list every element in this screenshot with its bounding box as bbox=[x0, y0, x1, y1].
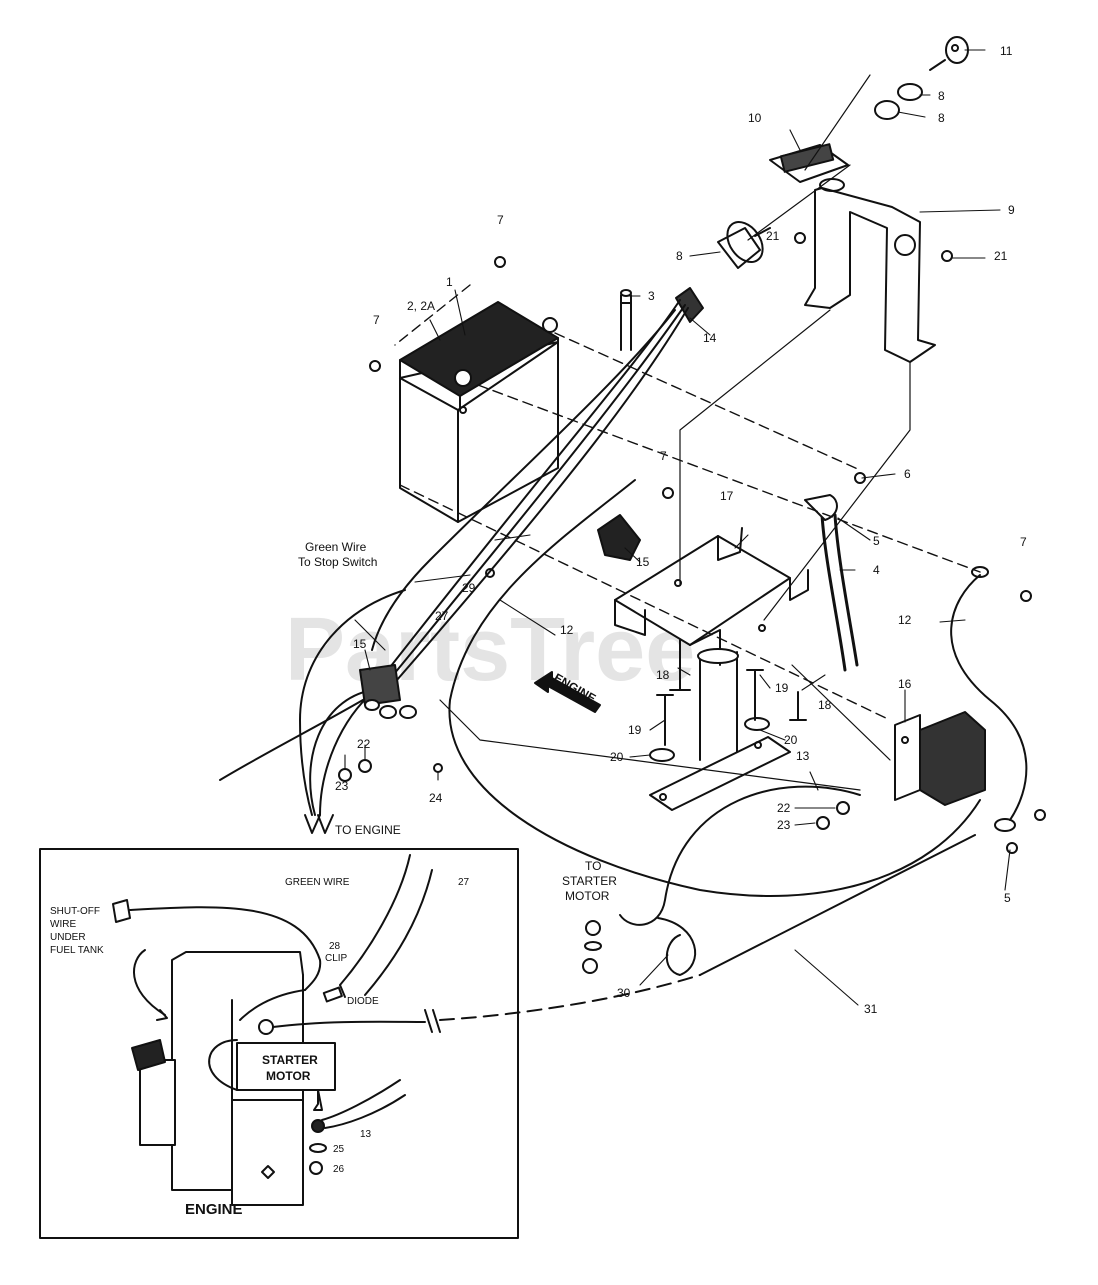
callout-9: 9 bbox=[1008, 203, 1015, 217]
callout-7a: 7 bbox=[497, 213, 504, 227]
callout-6: 6 bbox=[904, 467, 911, 481]
callout-12b: 12 bbox=[898, 613, 912, 627]
watermark: PartsTree bbox=[285, 600, 695, 700]
diode-label: DIODE bbox=[347, 996, 379, 1007]
callout-26: 26 bbox=[333, 1164, 345, 1175]
callout-21b: 21 bbox=[994, 249, 1008, 263]
callout-10: 10 bbox=[748, 111, 762, 125]
callout-11: 11 bbox=[1000, 44, 1013, 58]
connector-boot bbox=[597, 514, 641, 561]
callout-17: 17 bbox=[720, 489, 734, 503]
solenoid bbox=[894, 711, 986, 806]
callout-8a: 8 bbox=[938, 89, 945, 103]
starter-motor-label-line2: MOTOR bbox=[266, 1069, 311, 1083]
engine-inset bbox=[112, 854, 441, 1206]
starter-motor-label-line1: STARTER bbox=[262, 1053, 318, 1067]
callout-18a: 18 bbox=[656, 668, 670, 682]
callout-20a: 20 bbox=[610, 750, 624, 764]
shutoff-label-line4: FUEL TANK bbox=[50, 945, 104, 956]
shutoff-label-line3: UNDER bbox=[50, 932, 86, 943]
callout-18b: 18 bbox=[818, 698, 832, 712]
callout-27a: 27 bbox=[435, 609, 449, 623]
callout-22b: 22 bbox=[777, 801, 791, 815]
callout-13a: 13 bbox=[796, 749, 810, 763]
shutoff-label-line2: WIRE bbox=[50, 919, 76, 930]
callout-16: 16 bbox=[898, 677, 912, 691]
callout-31: 31 bbox=[864, 1002, 878, 1016]
battery bbox=[399, 301, 559, 523]
callout-19a: 19 bbox=[628, 723, 642, 737]
callout-14: 14 bbox=[703, 331, 717, 345]
ignition-switch bbox=[717, 221, 771, 269]
shutoff-label-line1: SHUT-OFF bbox=[50, 906, 100, 917]
callout-24: 24 bbox=[429, 791, 443, 805]
callout-23a: 23 bbox=[335, 779, 349, 793]
engine-caption: ENGINE bbox=[185, 1201, 243, 1218]
switch-bracket bbox=[769, 143, 936, 363]
callout-7b: 7 bbox=[373, 313, 380, 327]
callout-30: 30 bbox=[617, 986, 631, 1000]
battery-cable bbox=[448, 479, 981, 897]
starter-cable bbox=[619, 785, 861, 926]
to-starter-label-line3: MOTOR bbox=[565, 889, 610, 903]
callout-3: 3 bbox=[648, 289, 655, 303]
wire-connector bbox=[675, 287, 704, 323]
battery-post-stand bbox=[649, 648, 791, 811]
callout-5b: 5 bbox=[1004, 891, 1011, 905]
callout-29: 29 bbox=[462, 581, 476, 595]
harness-terminals bbox=[359, 664, 417, 719]
bezel-washer bbox=[874, 100, 900, 120]
to-starter-label-line2: STARTER bbox=[562, 874, 617, 888]
callout-4: 4 bbox=[873, 563, 880, 577]
to-engine-label: TO ENGINE bbox=[335, 823, 401, 837]
to-starter-label-line1: TO bbox=[585, 859, 601, 873]
callout-13b: 13 bbox=[360, 1129, 372, 1140]
callout-8c: 8 bbox=[676, 249, 683, 263]
clamp bbox=[804, 494, 838, 521]
callout-7d: 7 bbox=[1020, 535, 1027, 549]
callout-1: 1 bbox=[446, 275, 453, 289]
engine-inset-frame bbox=[39, 848, 519, 1239]
clip-number: 28 bbox=[329, 941, 341, 952]
callout-7c: 7 bbox=[660, 449, 667, 463]
callout-20b: 20 bbox=[784, 733, 798, 747]
callout-27b: 27 bbox=[458, 877, 470, 888]
callout-2: 2, 2A bbox=[407, 299, 435, 313]
cable-to-engine bbox=[439, 974, 701, 1021]
callout-12a: 12 bbox=[560, 623, 574, 637]
green-wire bbox=[299, 589, 406, 816]
callout-5a: 5 bbox=[873, 534, 880, 548]
callout-21a: 21 bbox=[766, 229, 780, 243]
callout-22a: 22 bbox=[357, 737, 371, 751]
clip-label: CLIP bbox=[325, 953, 348, 964]
green-wire-label-line2: To Stop Switch bbox=[298, 555, 377, 569]
callout-15b: 15 bbox=[353, 637, 367, 651]
callout-23b: 23 bbox=[777, 818, 791, 832]
callout-8b: 8 bbox=[938, 111, 945, 125]
callout-19b: 19 bbox=[775, 681, 789, 695]
ground-cable bbox=[950, 574, 1028, 821]
ignition-key bbox=[929, 36, 969, 71]
inset-green-wire-label: GREEN WIRE bbox=[285, 877, 350, 888]
long-cable bbox=[699, 834, 976, 976]
bezel-nut bbox=[897, 83, 923, 101]
callout-15a: 15 bbox=[636, 555, 650, 569]
callout-25: 25 bbox=[333, 1144, 345, 1155]
fuse-holder bbox=[620, 289, 632, 351]
green-wire-label-line1: Green Wire bbox=[305, 540, 367, 554]
